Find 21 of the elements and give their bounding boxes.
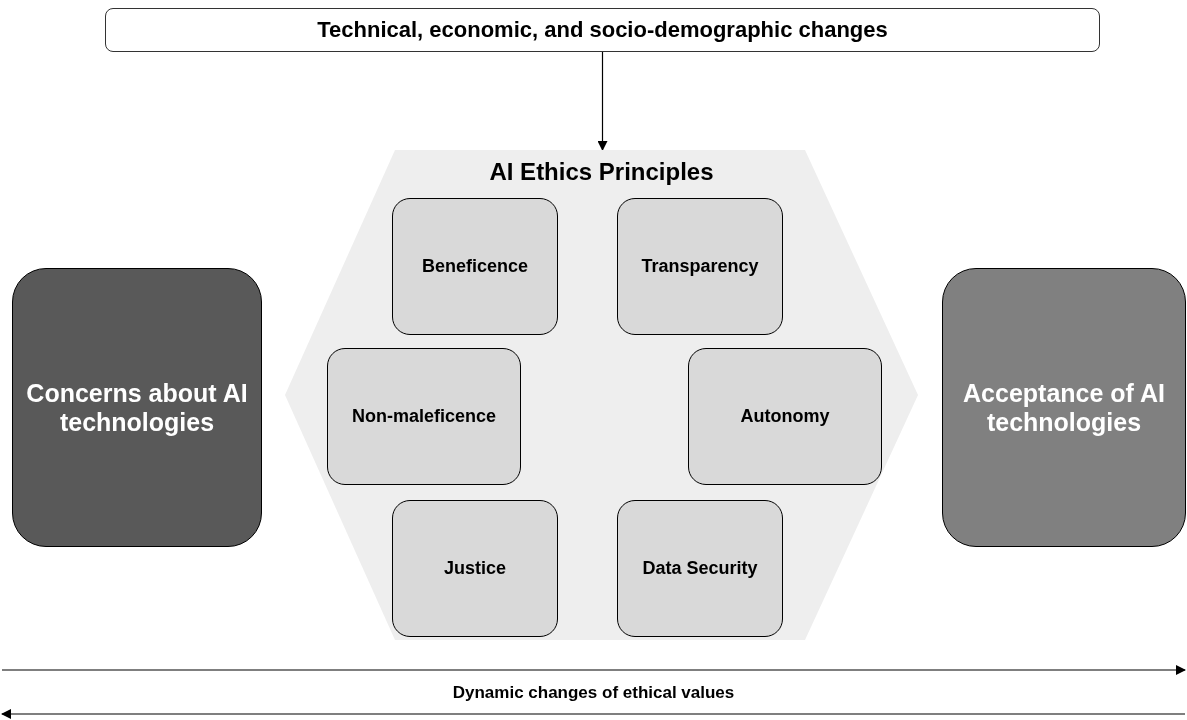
box-label: Transparency: [640, 256, 760, 277]
axis-caption: Dynamic changes of ethical values: [452, 683, 735, 703]
box-label: Data Security: [641, 558, 759, 579]
box-label: Beneficence: [420, 256, 530, 277]
principle-box: [617, 198, 783, 335]
concerns-box: [12, 268, 262, 547]
acceptance-box: [942, 268, 1186, 547]
box-label: Justice: [442, 558, 507, 579]
panel-title: AI Ethics Principles: [489, 158, 714, 186]
box-label: Concerns about AI technologies: [25, 378, 249, 437]
principle-box: [688, 348, 882, 485]
principle-box: [617, 500, 783, 637]
principle-box: [327, 348, 521, 485]
box-label: Non-maleficence: [350, 406, 497, 427]
arrow: [597, 51, 608, 151]
box-label: Acceptance of AI technologies: [962, 378, 1166, 437]
header-box: [105, 8, 1100, 52]
box-label: Technical, economic, and socio-demographic changes: [317, 17, 888, 43]
principle-box: [392, 198, 558, 335]
principle-box: [392, 500, 558, 637]
box-label: Autonomy: [739, 406, 831, 427]
